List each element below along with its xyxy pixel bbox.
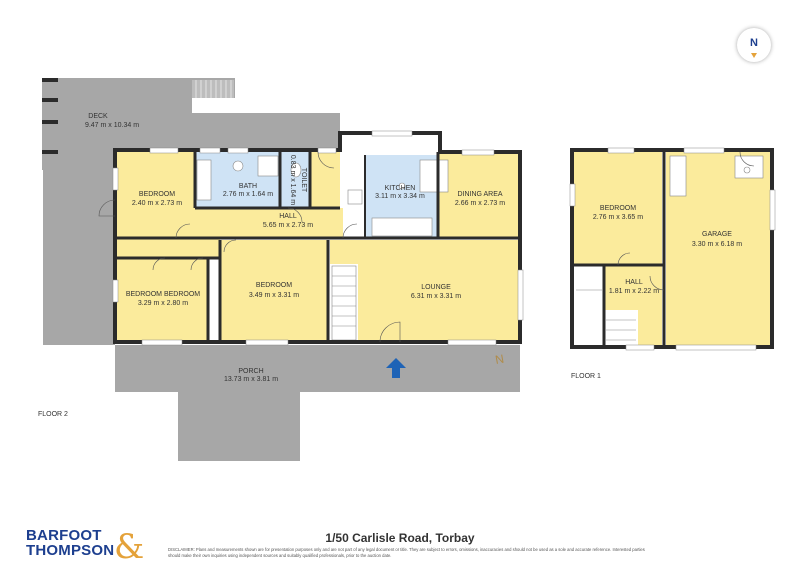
garage-dims: 3.30 m x 6.18 m [692, 241, 742, 248]
lounge-dims: 6.31 m x 3.31 m [411, 293, 461, 300]
walls-floor1 [570, 148, 774, 349]
room-labels: DECK 9.47 m x 10.34 m BEDROOM 2.40 m x 2… [38, 113, 742, 418]
compass-pointer-icon [751, 53, 757, 58]
toilet-name: TOILET [300, 168, 307, 193]
bedroom-mid-name: BEDROOM [256, 282, 292, 289]
garage-name: GARAGE [702, 231, 732, 238]
compass-north-icon: N [750, 37, 758, 49]
doors-floor2 [98, 151, 401, 343]
porch-area [115, 345, 520, 461]
bath-dims: 2.76 m x 1.64 m [223, 191, 273, 198]
porch-name: PORCH [238, 368, 263, 375]
bedroom-nw-dims: 2.40 m x 2.73 m [132, 200, 182, 207]
bath-name: BATH [239, 183, 257, 190]
hall-upper-dims: 5.65 m x 2.73 m [263, 222, 313, 229]
bedroom-nw-name: BEDROOM [139, 191, 175, 198]
windows-floor2 [112, 130, 524, 346]
fixtures-floor1 [576, 155, 764, 341]
hall-f1-dims: 1.81 m x 2.22 m [609, 288, 659, 295]
brand-ampersand: & [114, 527, 145, 567]
entrance-arrow-icon [386, 358, 406, 378]
entrance-marker: N [494, 352, 505, 367]
bedroom-mid-dims: 3.49 m x 3.31 m [249, 292, 299, 299]
brand-logo: BARFOOT THOMPSON & [26, 527, 146, 564]
compass: N [737, 28, 771, 62]
floor2-label: FLOOR 2 [38, 411, 68, 418]
lounge-name: LOUNGE [421, 284, 451, 291]
bedroom-sw-dims: 3.29 m x 2.80 m [138, 300, 188, 307]
porch-dims: 13.73 m x 3.81 m [224, 376, 278, 383]
kitchen-dims: 3.11 m x 3.34 m [375, 193, 425, 200]
bedroom-sw-name: BEDROOM BEDROOM [126, 291, 200, 298]
deck-area [41, 78, 340, 345]
deck-dims: 9.47 m x 10.34 m [85, 122, 139, 129]
hall-f1-name: HALL [625, 279, 643, 286]
property-address: 1/50 Carlisle Road, Torbay [325, 531, 475, 545]
dining-dims: 2.66 m x 2.73 m [455, 200, 505, 207]
toilet-dims: 0.83 m x 1.64 m [289, 155, 296, 205]
fixtures-floor2 [196, 155, 449, 341]
footer: BARFOOT THOMPSON & 1/50 Carlisle Road, T… [0, 522, 800, 584]
windows-floor1 [569, 147, 776, 351]
floor1-label: FLOOR 1 [571, 373, 601, 380]
hall-upper-name: HALL [279, 213, 297, 220]
brand-line1: BARFOOT [26, 527, 102, 544]
bedroom-f1-name: BEDROOM [600, 205, 636, 212]
brand-line2: THOMPSON [26, 542, 115, 559]
kitchen-name: KITCHEN [385, 185, 416, 192]
disclaimer-text: DISCLAIMER: Plans and measurements shown… [168, 547, 645, 558]
walls-floor2 [113, 131, 522, 344]
deck-name: DECK [88, 113, 108, 120]
dining-name: DINING AREA [457, 191, 502, 198]
bedroom-f1-dims: 2.76 m x 3.65 m [593, 214, 643, 221]
doors-floor1 [617, 151, 755, 291]
